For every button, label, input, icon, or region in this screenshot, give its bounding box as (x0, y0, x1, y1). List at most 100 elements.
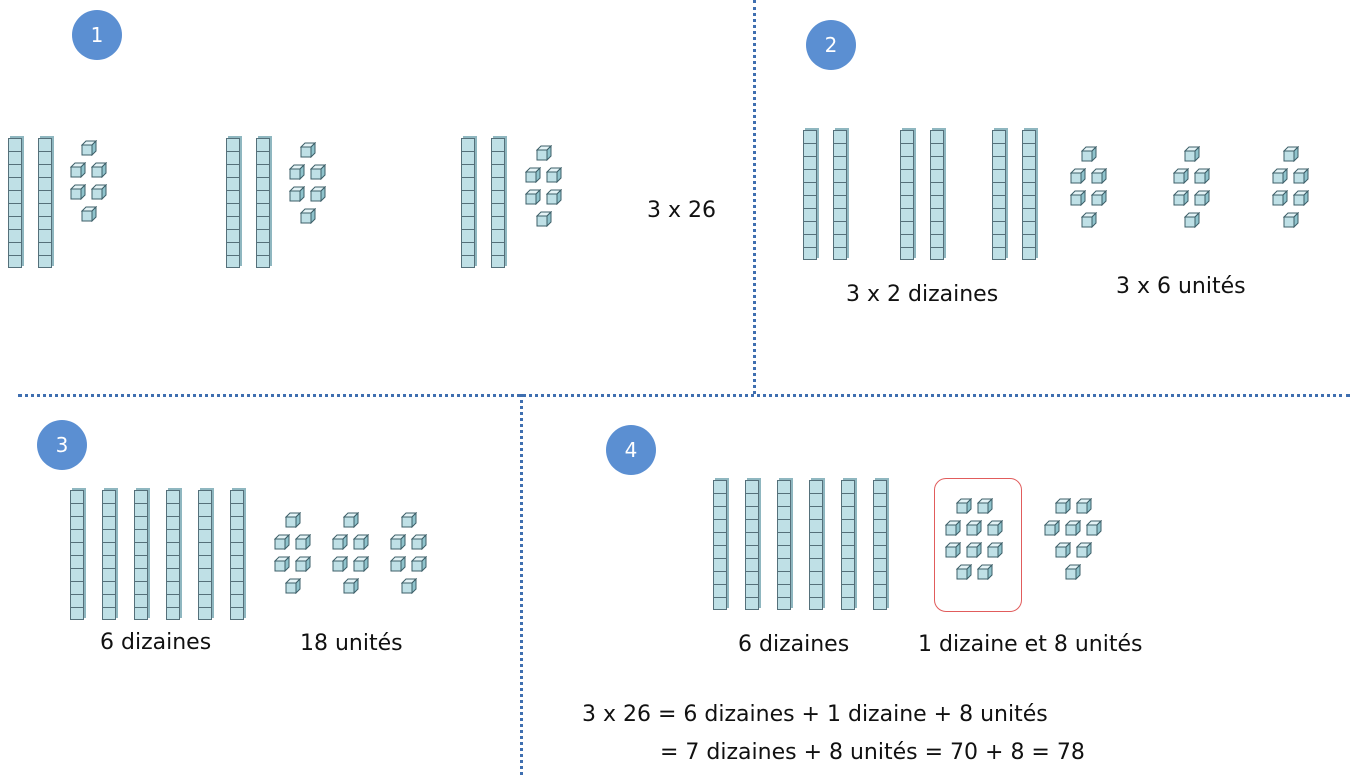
unit-cube-icon (309, 185, 327, 206)
unit-cube-icon (400, 511, 417, 532)
unit-cube-icon (1075, 541, 1092, 562)
unit-cube-icon (986, 541, 1004, 562)
unit-cube-icon (965, 519, 983, 540)
unit-cube-icon (69, 183, 87, 204)
unit-cube-icon (545, 166, 563, 187)
ten-rod-icon (70, 490, 84, 620)
unit-cube-icon (524, 188, 542, 209)
ten-rod-icon (777, 480, 791, 610)
unit-cube-icon (1292, 189, 1310, 210)
unit-cube-icon (1069, 167, 1087, 188)
ten-rod-icon (198, 490, 212, 620)
unit-cube-icon (535, 144, 552, 165)
unit-cube-icon (1090, 189, 1108, 210)
unit-cube-icon (1172, 189, 1190, 210)
ten-rod-icon (256, 138, 270, 268)
divider-vertical-bottom (520, 394, 523, 775)
unit-cube-icon (1043, 519, 1061, 540)
ten-rod-icon (873, 480, 887, 610)
equation-line-1: 3 x 26 = 6 dizaines + 1 dizaine + 8 unit… (582, 702, 1048, 727)
unit-cube-icon (1183, 145, 1200, 166)
unit-cube-icon (331, 533, 349, 554)
unit-cube-icon (986, 519, 1004, 540)
unit-cube-icon (976, 497, 993, 518)
unit-cube-icon (1085, 519, 1103, 540)
ten-rod-icon (930, 130, 944, 260)
step-badge-1: 1 (72, 10, 122, 60)
ten-rod-icon (38, 138, 52, 268)
unit-cube-icon (400, 577, 417, 598)
units-caption: 3 x 6 unités (1116, 274, 1246, 299)
ten-rod-icon (491, 138, 505, 268)
ten-units-highlight (934, 478, 1022, 612)
unit-cube-icon (80, 205, 97, 226)
equation-line-2: = 7 dizaines + 8 unités = 70 + 8 = 78 (660, 740, 1085, 765)
tens-caption: 6 dizaines (738, 632, 850, 657)
ten-rod-icon (833, 130, 847, 260)
unit-cube-icon (1054, 541, 1071, 562)
unit-cube-icon (1282, 145, 1299, 166)
unit-cube-icon (1080, 211, 1097, 232)
unit-cube-icon (976, 563, 993, 584)
unit-cube-icon (1080, 145, 1097, 166)
unit-cube-icon (535, 210, 552, 231)
divider-horizontal (18, 394, 1350, 397)
unit-cube-icon (955, 497, 972, 518)
unit-cube-icon (1282, 211, 1299, 232)
unit-cube-icon (90, 183, 108, 204)
ten-rod-icon (803, 130, 817, 260)
unit-cube-icon (342, 511, 359, 532)
step-badge-2: 2 (806, 20, 856, 70)
ten-rod-icon (841, 480, 855, 610)
unit-cube-icon (80, 139, 97, 160)
unit-cube-icon (273, 555, 291, 576)
ten-rod-icon (226, 138, 240, 268)
unit-cube-icon (352, 533, 370, 554)
ten-rod-icon (8, 138, 22, 268)
ten-rod-icon (745, 480, 759, 610)
divider-vertical-top (753, 0, 756, 394)
unit-cube-icon (1193, 189, 1211, 210)
tens-caption: 3 x 2 dizaines (846, 282, 999, 307)
unit-cube-icon (284, 511, 301, 532)
unit-cube-icon (90, 161, 108, 182)
unit-cube-icon (1271, 167, 1289, 188)
ten-rod-icon (134, 490, 148, 620)
unit-cube-icon (288, 185, 306, 206)
ten-rod-icon (1022, 130, 1036, 260)
unit-cube-icon (331, 555, 349, 576)
unit-cube-icon (1292, 167, 1310, 188)
unit-cube-icon (944, 541, 962, 562)
unit-cube-icon (1193, 167, 1211, 188)
ten-rod-icon (102, 490, 116, 620)
unit-cube-icon (299, 141, 316, 162)
ten-rod-icon (230, 490, 244, 620)
unit-cube-icon (288, 163, 306, 184)
unit-cube-icon (410, 533, 428, 554)
unit-cube-icon (1271, 189, 1289, 210)
unit-cube-icon (294, 555, 312, 576)
ten-rod-icon (900, 130, 914, 260)
unit-cube-icon (273, 533, 291, 554)
unit-cube-icon (944, 519, 962, 540)
unit-cube-icon (410, 555, 428, 576)
step-badge-4: 4 (606, 425, 656, 475)
unit-cube-icon (965, 541, 983, 562)
unit-cube-icon (309, 163, 327, 184)
unit-cube-icon (545, 188, 563, 209)
unit-cube-icon (284, 577, 301, 598)
unit-cube-icon (1075, 497, 1092, 518)
tens-caption: 6 dizaines (100, 630, 212, 655)
ten-rod-icon (166, 490, 180, 620)
unit-cube-icon (389, 555, 407, 576)
unit-cube-icon (1090, 167, 1108, 188)
unit-cube-icon (1064, 519, 1082, 540)
unit-cube-icon (1064, 563, 1082, 584)
units-caption: 1 dizaine et 8 unités (918, 632, 1143, 657)
unit-cube-icon (299, 207, 316, 228)
unit-cube-icon (389, 533, 407, 554)
ten-rod-icon (713, 480, 727, 610)
expression-label: 3 x 26 (647, 198, 716, 223)
unit-cube-icon (294, 533, 312, 554)
unit-cube-icon (1183, 211, 1200, 232)
